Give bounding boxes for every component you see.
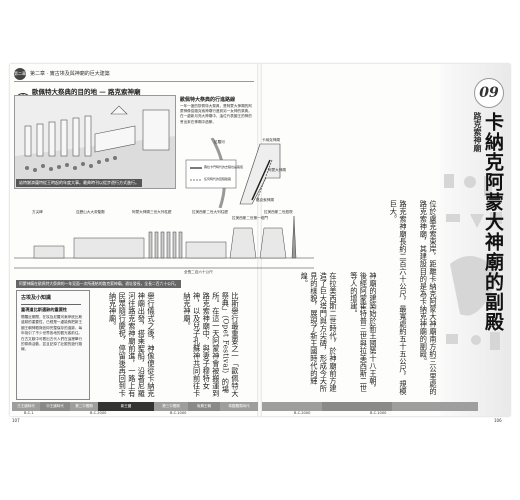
elev-label-hall: 拉美西斯二世大列柱廳 — [192, 210, 228, 214]
tl-year-2: B.C.2000 — [90, 411, 107, 415]
route-note-text: 一年一度的歐佩特大祭典，是阿蒙大神廟的阿蒙神像從路克索神廟行進到另一女神的祭典。… — [180, 104, 252, 124]
right-column-1: 位於盧克索東岸，距離卡納克阿蒙大神廟南方約三公里處的路克索神廟，其建設目的是為卡… — [419, 200, 438, 395]
section-title: 歐佩特大祭典的目的地 — 路克索神廟 — [32, 88, 141, 96]
rtl-year-1: B.C.2000 — [294, 411, 311, 415]
elev-label-court: 拉美西斯二世庭院 — [264, 210, 293, 214]
elev-label-obelisk: 方尖碑 — [32, 210, 43, 214]
knowledge-sidebar: 古埃及小知識 重現道比斯遺跡的重要性 開羅近期間，在埃及尼羅河東岸底比斯遺跡的重… — [16, 290, 90, 400]
illustration-caption: 幼特謝濟薩特從王時起的年度大事。最典時刊以從步遊行方式進行。 — [16, 179, 142, 187]
right-column-4: 在拉美西斯二世時代，於神廟前方建造了巨大塔門與方尖碑，形成今天所見的樣貌，展現了… — [300, 272, 338, 392]
sidebar-title: 重現道比斯遺跡的重要性 — [21, 307, 68, 312]
right-column-2: 路克索神廟長約二百六十公尺，最寬處約五十五公尺，規模巨大。 — [389, 200, 408, 395]
tl-second-intermediate: 第二中間期 — [70, 402, 98, 411]
tl-year-3: B.C.1000 — [170, 411, 187, 415]
map-label-luxor: 路克索神廟 — [256, 198, 274, 202]
elev-label-alexander: 亞歷山大大帝聖殿 — [76, 210, 105, 214]
tl-greco-roman: 希臘羅馬時代 — [220, 402, 258, 411]
map-label-nile: 尼羅河 — [214, 140, 225, 144]
tl-year-1: B.C.1 — [24, 411, 34, 415]
elev-label-amenhotep: 阿蒙大神廟三世大列柱廳 — [132, 210, 172, 214]
procession-illustration — [14, 95, 176, 189]
rtl-seg-2 — [322, 402, 392, 411]
right-timeline — [262, 402, 478, 411]
dimension-label: 全長二百六十公尺 — [184, 270, 213, 274]
left-page-number: 107 — [12, 418, 20, 423]
running-header: 第二章 · 實古埃及與神廟的巨大建築 — [30, 71, 110, 77]
figure-caption: 阿蒙神廟在歐佩特大祭典的一年見面一次所連結的路克索神廟。遺址發長，全長二百六十公… — [16, 280, 182, 288]
route-map: 尼羅河 卡納克神廟 阿蒙大神廟 路克索神廟 圖拉卡門時代的去程也是路徑 任何時代… — [182, 137, 297, 209]
tl-new-kingdom: 新王國 — [98, 402, 154, 411]
tl-old-kingdom: 古王國時代 — [12, 402, 40, 411]
sidebar-body: 開羅近期間，在埃及尼羅河東岸底比斯遺跡的重要性，已經是一處能夠把新王國王朝神殿與… — [21, 315, 83, 352]
left-column-2: 舉行儀式之後，神像便從卡納克神廟出發，搭乘聖船，沿著尼羅河往路克索神廟前進，一路… — [108, 292, 156, 397]
sidebar-tag: 古埃及小知識 — [21, 295, 52, 301]
rtl-seg-1 — [262, 402, 322, 411]
rtl-year-2: B.C.1000 — [370, 411, 387, 415]
left-page: 第二章 第二章 · 實古埃及與神廟的巨大建築 歐佩特大祭典的目的地 — 路克索神… — [10, 64, 258, 416]
chapter-number-circle: 09 — [474, 78, 504, 108]
right-column-3: 神廟的建築始於新王國第十八王朝，後經阿蒙霍特普三世與拉美西斯二世等人的增建。 — [349, 272, 378, 392]
tl-middle-kingdom: 中王國時代 — [40, 402, 70, 411]
tl-late-period: 後期王朝 — [188, 402, 220, 411]
map-label-karnak: 卡納克神廟 — [262, 138, 280, 142]
eye-of-horus-icon — [16, 85, 30, 99]
book-fold — [257, 64, 262, 416]
page-title: 卡納克阿蒙大神廟的副殿 — [482, 112, 504, 332]
map-label-amun: 阿蒙大神廟 — [268, 168, 286, 172]
right-page-number: 106 — [494, 418, 502, 423]
rtl-seg-3 — [392, 402, 478, 411]
elev-label-pylon: 拉美西斯二世第一塔門 — [232, 216, 268, 220]
temple-elevation-drawing: 方尖碑 亞歷山大大帝聖殿 阿蒙大神廟三世大列柱廳 拉美西斯二世大列柱廳 拉美西斯… — [14, 208, 314, 278]
map-legend-route2: 任何時代的回程陸路 — [204, 177, 232, 181]
tl-third-intermediate: 第三中間期 — [154, 402, 188, 411]
map-legend-route1: 圖拉卡門時代的去程也是路徑 — [204, 165, 244, 169]
relief-background — [440, 64, 510, 416]
chapter-badge: 第二章 — [14, 68, 26, 80]
left-timeline: 古王國時代 中王國時代 第二中間期 新王國 第三中間期 後期王朝 希臘羅馬時代 — [12, 402, 258, 411]
route-note-title: 歐佩特大祭典的行進路線 — [180, 97, 236, 103]
left-column-1: 比斯舉行最重要之一「歐佩特大祭典」（Opet Festival）的場所。在這一天… — [183, 292, 240, 397]
header-rule — [14, 81, 254, 82]
page-subtitle: 路克索神廟 — [473, 112, 482, 152]
sidebar-rule — [21, 304, 81, 305]
